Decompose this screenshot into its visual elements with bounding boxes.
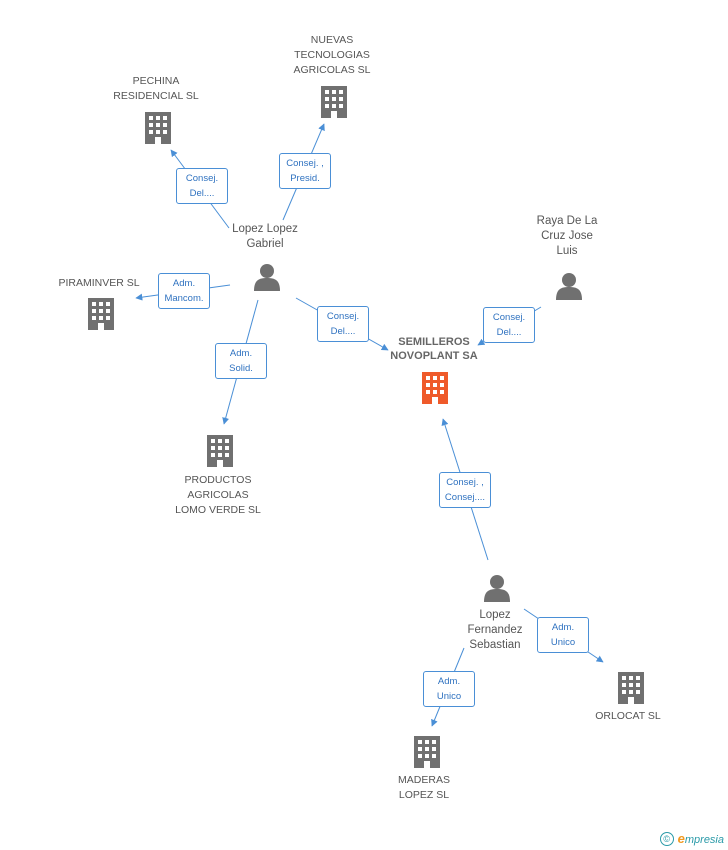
node-label-piraminver[interactable]: PIRAMINVER SL [58,277,140,289]
edge-label-e9[interactable]: Adm. Unico [423,671,475,707]
brand-initial: e [677,831,685,846]
building-icon-piraminver [88,298,114,330]
edge-label-e6[interactable]: Consej. Del.... [483,307,535,343]
footer-brand[interactable]: © empresia [659,831,724,846]
building-icon-orlocat [618,672,644,704]
node-label-nuevas[interactable]: NUEVAS TECNOLOGIAS AGRICOLAS SL [293,34,371,76]
building-icon-maderas [414,736,440,768]
edge-label-e3[interactable]: Adm. Mancom. [158,273,210,309]
edge-label-e7[interactable]: Consej. , Consej.... [439,472,491,508]
node-label-lopez-lopez[interactable]: Lopez Lopez Gabriel [232,223,298,250]
node-label-maderas[interactable]: MADERAS LOPEZ SL [398,774,450,801]
brand-name: empresia [678,831,724,846]
person-icon-lopez-lopez [254,264,280,291]
node-label-lopez-fernandez[interactable]: Lopez Fernandez Sebastian [467,609,523,651]
node-label-raya[interactable]: Raya De La Cruz Jose Luis [536,215,598,257]
building-icon-productos [207,435,233,467]
copyright-icon: © [659,831,674,846]
edge-label-e8[interactable]: Adm. Unico [537,617,589,653]
node-label-orlocat[interactable]: ORLOCAT SL [595,710,661,722]
edge-label-e2[interactable]: Consej. , Presid. [279,153,331,189]
person-icon-raya [556,273,582,300]
edge-label-e1[interactable]: Consej. Del.... [176,168,228,204]
person-icon-lopez-fernandez [484,575,510,602]
building-icon-semilleros [422,372,448,404]
node-label-pechina[interactable]: PECHINA RESIDENCIAL SL [113,75,199,102]
edge-label-e5[interactable]: Consej. Del.... [317,306,369,342]
node-label-semilleros[interactable]: SEMILLEROS NOVOPLANT SA [390,336,478,362]
edge-label-e4[interactable]: Adm. Solid. [215,343,267,379]
building-icon-pechina [145,112,171,144]
building-icon-nuevas [321,86,347,118]
node-label-productos[interactable]: PRODUCTOS AGRICOLAS LOMO VERDE SL [175,474,261,516]
brand-rest: mpresia [684,834,724,846]
